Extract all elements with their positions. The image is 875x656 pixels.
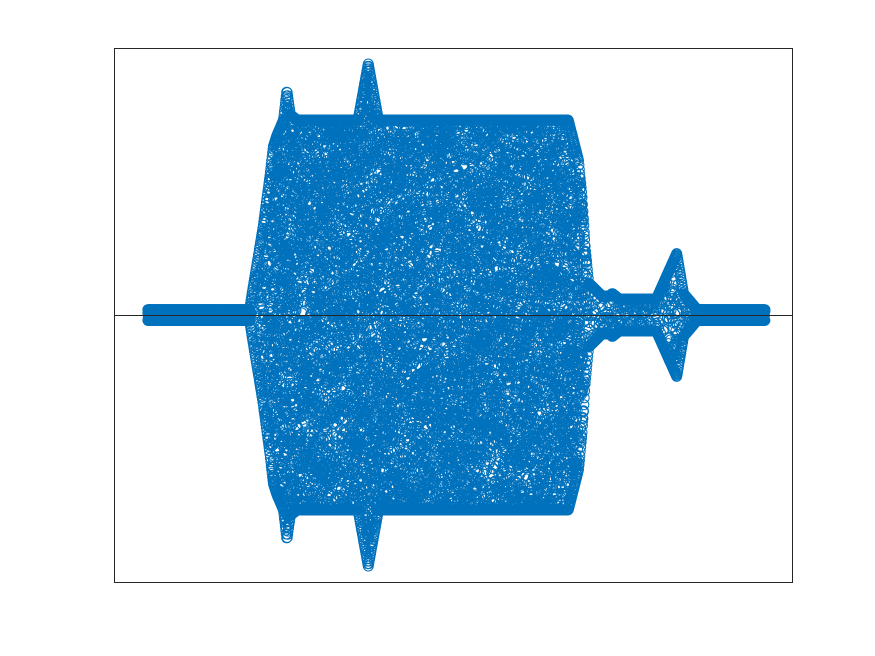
- plot-area: [114, 48, 793, 583]
- marker-series: [142, 58, 771, 572]
- data-point: [247, 300, 259, 312]
